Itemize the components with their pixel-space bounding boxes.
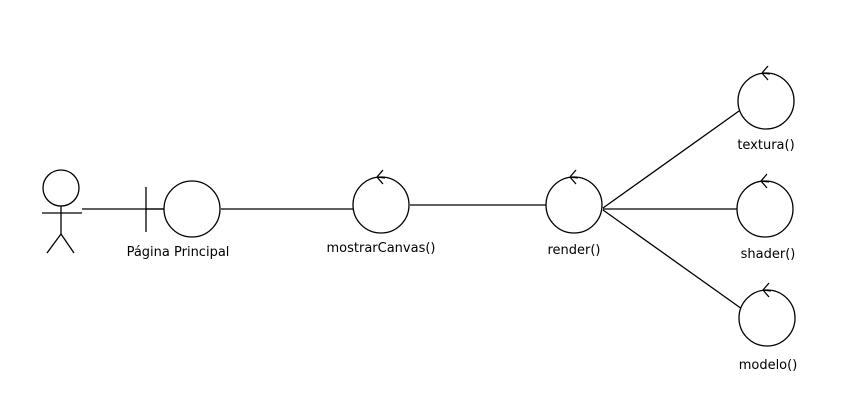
control-circle: [737, 72, 795, 130]
control-circle: [736, 180, 794, 238]
connection-render-modelo: [602, 209, 743, 310]
control-label: render(): [547, 243, 600, 258]
control-modelo: modelo(): [738, 282, 798, 373]
control-arrow: [760, 173, 770, 189]
control-label: shader(): [741, 247, 796, 262]
control-circle: [738, 289, 796, 347]
boundary-object: Página Principal: [127, 180, 230, 260]
boundary-label: Página Principal: [127, 245, 230, 260]
control-arrow: [569, 169, 579, 185]
connections: [82, 110, 743, 310]
connection-render-textura: [602, 110, 740, 209]
control-arrow: [376, 169, 386, 185]
actor-head: [42, 169, 80, 207]
control-circle: [545, 176, 603, 234]
control-arrow: [761, 65, 771, 81]
boundary-circle: [163, 180, 221, 238]
control-arrow: [762, 282, 772, 298]
actor-left-leg: [46, 233, 62, 254]
control-textura: textura(): [737, 65, 795, 153]
control-label: modelo(): [739, 358, 798, 373]
control-shader: shader(): [736, 173, 796, 262]
actor-right-leg: [60, 233, 75, 254]
actor-figure: [42, 169, 82, 254]
control-circle: [352, 176, 410, 234]
control-label: textura(): [737, 138, 794, 153]
control-mostrarcanvas: mostrarCanvas(): [326, 169, 436, 256]
control-label: mostrarCanvas(): [326, 241, 435, 256]
control-render: render(): [545, 169, 603, 258]
